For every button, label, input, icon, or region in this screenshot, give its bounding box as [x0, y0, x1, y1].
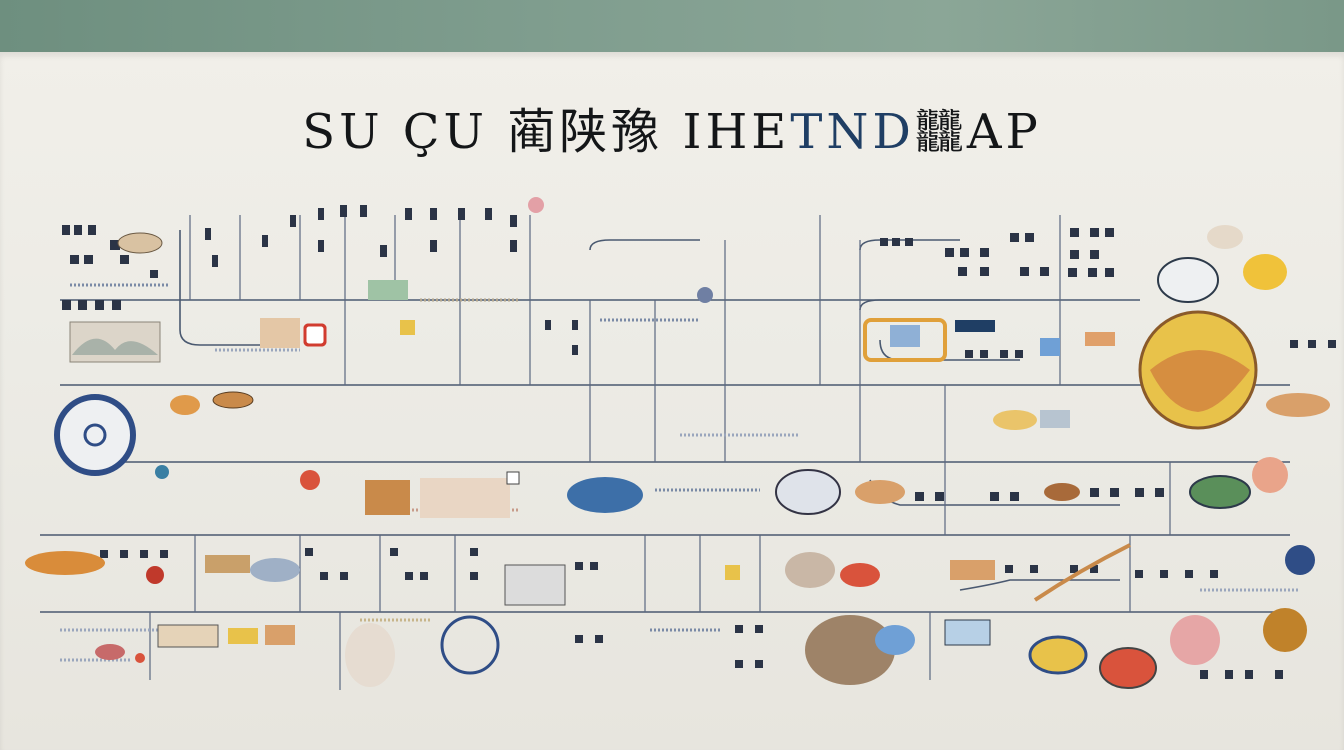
markers — [303, 197, 713, 347]
title-part-3: 𪚥AP — [914, 104, 1042, 160]
timeline-rails — [40, 230, 1290, 613]
poster-title: SU ÇU 蔺陕豫 ІНЕTND𪚥AP — [0, 92, 1344, 162]
column-dividers — [149, 215, 1171, 690]
title-part-1: SU ÇU 蔺陕豫 ІНЕ — [302, 104, 791, 160]
food-illustrations — [25, 225, 1330, 689]
glyph-clusters — [62, 205, 1336, 679]
title-part-2: TND — [790, 104, 915, 160]
wall-background — [0, 0, 1344, 52]
